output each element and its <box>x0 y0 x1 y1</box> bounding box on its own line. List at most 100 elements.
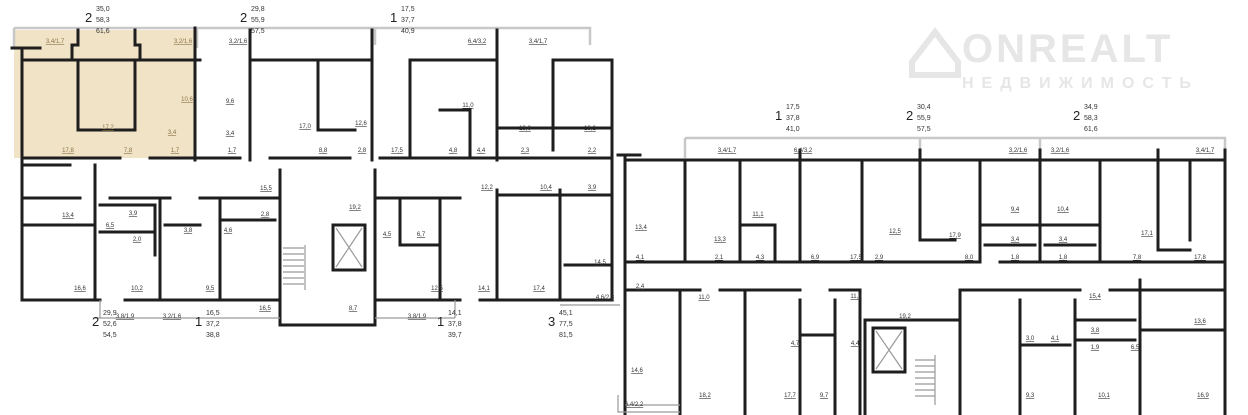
apartment-area: 58,3 <box>1084 115 1098 122</box>
apartment-area: 77,5 <box>559 321 573 328</box>
room-area-label: 3,8 <box>1091 328 1100 334</box>
room-area-label: 3,2/1,6 <box>229 39 248 45</box>
room-area-label: 14,6 <box>631 368 643 374</box>
room-area-label: 6,5 <box>1131 345 1140 351</box>
apartment-summary[interactable]: 116,537,238,8 <box>195 310 220 339</box>
room-area-label: 3,4/1,7 <box>718 148 737 154</box>
apartment-summary[interactable]: 229,952,654,5 <box>92 310 117 339</box>
apartment-summary[interactable]: 1 17,5 37,8 41,0 <box>775 104 800 133</box>
apartment-area: 58,3 <box>96 17 110 24</box>
room-area-label: 1,9 <box>1091 345 1100 351</box>
room-area-label: 1,8 <box>1059 255 1068 261</box>
room-area-label: 9,3 <box>1026 393 1035 399</box>
apartment-area: 34,9 <box>1084 104 1098 111</box>
room-area-label: 17,7 <box>784 393 796 399</box>
apartment-area: 52,6 <box>103 321 117 328</box>
room-area-label: 10,4 <box>1057 207 1069 213</box>
apartment-summary[interactable]: 117,537,740,9 <box>390 6 415 35</box>
apartment-summary[interactable]: 229,855,957,5 <box>240 6 265 35</box>
room-area-label: 12,2 <box>481 185 493 191</box>
apartment-area: 55,9 <box>251 17 265 24</box>
room-area-label: 16,6 <box>74 286 86 292</box>
apartment-area: 55,9 <box>917 115 931 122</box>
room-area-label: 3,4 <box>1059 237 1068 243</box>
room-area-label: 17,0 <box>299 124 311 130</box>
room-area-label: 17,1 <box>1141 231 1153 237</box>
room-area-label: 8,0 <box>965 255 974 261</box>
room-area-label: 17,5 <box>850 255 862 261</box>
room-area-label: 2,9 <box>875 255 884 261</box>
apartment-summary[interactable]: 230,455,957,5 <box>906 104 931 133</box>
apartment-summary[interactable]: 234,958,361,6 <box>1073 104 1098 133</box>
apartment-area: 81,5 <box>559 332 573 339</box>
apartment-area: 29,8 <box>251 6 265 13</box>
apartment-area: 61,6 <box>96 28 110 35</box>
room-count: 1 <box>390 10 397 25</box>
room-area-label: 8,7 <box>349 306 358 312</box>
room-area-label: 7,8 <box>124 148 133 154</box>
room-area-label: 3,4 <box>168 130 177 136</box>
room-area-label: 13,4 <box>635 225 647 231</box>
room-area-label: 3,2/1,6 <box>174 39 193 45</box>
room-count: 2 <box>85 10 92 25</box>
selected-apartment-highlight[interactable] <box>14 30 195 158</box>
room-area-label: 17,2 <box>102 125 114 131</box>
room-area-label: 11,0 <box>698 295 710 301</box>
apartment-area: 45,1 <box>559 310 573 317</box>
room-area-label: 14,5 <box>594 260 606 266</box>
apartment-area: 16,5 <box>206 310 220 317</box>
room-area-label: 6,4/2,2 <box>625 402 644 408</box>
room-area-label: 16,5 <box>259 306 271 312</box>
room-area-label: 4,6 <box>224 228 233 234</box>
room-area-label: 3,8/1,9 <box>116 314 135 320</box>
room-area-label: 9,5 <box>206 286 215 292</box>
apartment-area: 37,8 <box>786 115 800 122</box>
apartment-area: 41,0 <box>786 126 800 133</box>
room-area-label: 4,5 <box>383 232 392 238</box>
room-count: 1 <box>437 314 444 329</box>
apartment-area: 38,8 <box>206 332 220 339</box>
room-area-label: 1,7 <box>171 148 180 154</box>
apartment-summary[interactable]: 235,058,361,6 <box>85 6 110 35</box>
room-area-label: 9,4 <box>1011 207 1020 213</box>
room-area-label: 6,9 <box>811 255 820 261</box>
room-area-label: 1,7 <box>228 148 237 154</box>
room-area-label: 17,8 <box>1194 255 1206 261</box>
room-area-label: 13,3 <box>714 237 726 243</box>
room-area-label: 4,1 <box>636 255 645 261</box>
apartment-area: 17,5 <box>786 104 800 111</box>
room-area-label: 3,9 <box>588 185 597 191</box>
room-area-label: 17,8 <box>62 148 74 154</box>
room-area-label: 17,4 <box>533 286 545 292</box>
room-area-label: 3,4/1,7 <box>46 39 65 45</box>
apartment-summary[interactable]: 114,137,839,7 <box>437 310 462 339</box>
room-area-label: 15,5 <box>260 186 272 192</box>
room-area-label: 17,9 <box>949 233 961 239</box>
room-area-label: 19,2 <box>349 205 361 211</box>
room-count: 1 <box>775 108 782 123</box>
room-area-label: 3,2/1,6 <box>1051 148 1070 154</box>
room-area-label: 2,1 <box>715 255 724 261</box>
room-area-label: 8,8 <box>319 148 328 154</box>
room-area-label: 6,4/3,2 <box>468 39 487 45</box>
room-area-label: 2,8 <box>261 212 270 218</box>
room-area-label: 6,4/3,2 <box>794 148 813 154</box>
room-area-label: 2,8 <box>358 148 367 154</box>
room-area-label: 13,4 <box>62 213 74 219</box>
room-count: 2 <box>1073 108 1080 123</box>
room-area-label: 13,2 <box>584 126 596 132</box>
room-area-label: 15,4 <box>1089 294 1101 300</box>
room-area-label: 19,2 <box>899 314 911 320</box>
room-area-label: 3,4/1,7 <box>529 39 548 45</box>
room-area-label: 17,5 <box>391 148 403 154</box>
room-area-label: 3,8 <box>184 228 193 234</box>
apartment-summary[interactable]: 345,177,581,5 <box>548 310 573 339</box>
apartment-area: 54,5 <box>103 332 117 339</box>
room-area-label: 9,7 <box>820 393 829 399</box>
apartment-area: 57,5 <box>251 28 265 35</box>
apartment-summaries: 235,058,361,6229,855,957,5117,537,740,91… <box>85 6 1098 339</box>
room-area-label: 4,4 <box>851 341 860 347</box>
room-area-label: 3,4 <box>226 131 235 137</box>
